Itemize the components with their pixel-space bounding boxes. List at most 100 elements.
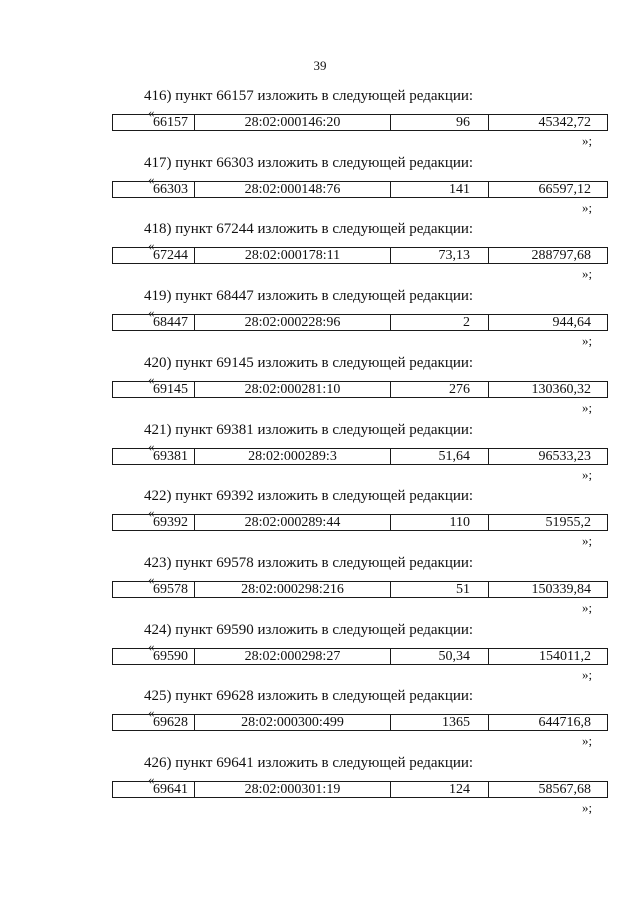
item-number-cell: 69641	[113, 782, 195, 797]
amendment-heading: 420) пункт 69145 изложить в следующей ре…	[144, 354, 474, 371]
area-cell: 1365	[391, 715, 489, 731]
amount-cell: 130360,32	[531, 381, 592, 397]
amendment-entry: 419) пункт 68447 изложить в следующей ре…	[0, 288, 640, 354]
closing-quote: »;	[582, 333, 593, 349]
closing-quote: »;	[582, 466, 593, 482]
item-number-cell: 66303	[113, 181, 195, 197]
amendment-entry: 418) пункт 67244 изложить в следующей ре…	[0, 221, 640, 287]
amount-cell: 51955,2	[545, 515, 592, 531]
cadastral-number-cell: 28:02:000300:499	[195, 715, 391, 731]
amendment-entry: 416) пункт 66157 изложить в следующей ре…	[0, 88, 640, 154]
area-cell: 110	[391, 515, 489, 531]
cadastral-number-cell: 28:02:000228:96	[195, 315, 391, 331]
cadastral-number-cell: 28:02:000281:10	[195, 381, 391, 397]
opening-quote: «	[148, 371, 155, 387]
amount-cell: 288797,68	[531, 248, 592, 264]
opening-quote: «	[148, 438, 155, 454]
area-cell: 124	[391, 782, 489, 797]
area-cell: 141	[391, 181, 489, 197]
page-number: 39	[313, 58, 327, 73]
amendment-entry: 417) пункт 66303 изложить в следующей ре…	[0, 155, 640, 221]
closing-quote: »;	[582, 533, 593, 549]
amount-cell: 944,64	[552, 315, 592, 331]
opening-quote: «	[148, 305, 155, 321]
amount-cell: 96533,23	[538, 448, 592, 464]
amendment-heading: 421) пункт 69381 изложить в следующей ре…	[144, 421, 474, 438]
opening-quote: «	[148, 238, 155, 254]
opening-quote: «	[148, 705, 155, 721]
opening-quote: «	[148, 772, 155, 787]
area-cell: 276	[391, 381, 489, 397]
amendment-entry: 425) пункт 69628 изложить в следующей ре…	[0, 688, 640, 754]
opening-quote: «	[148, 571, 155, 587]
amount-cell: 154011,2	[539, 648, 591, 664]
opening-quote: «	[148, 505, 155, 521]
item-number-cell: 66157	[113, 115, 195, 130]
cadastral-number-cell: 28:02:000289:3	[195, 448, 391, 464]
item-number-cell: 68447	[113, 315, 195, 331]
item-number-cell: 69578	[113, 581, 195, 597]
area-cell: 2	[391, 315, 489, 331]
amount-cell: 150339,84	[531, 581, 592, 597]
area-cell: 51,64	[391, 448, 489, 464]
amendment-entry: 423) пункт 69578 изложить в следующей ре…	[0, 555, 640, 621]
amendment-heading: 416) пункт 66157 изложить в следующей ре…	[144, 88, 474, 104]
amount-cell: 66597,12	[538, 181, 592, 197]
closing-quote: »;	[582, 266, 593, 282]
closing-quote: »;	[582, 399, 593, 415]
item-number-cell: 69628	[113, 715, 195, 731]
opening-quote: «	[148, 171, 155, 187]
amendment-heading: 417) пункт 66303 изложить в следующей ре…	[144, 154, 474, 171]
item-number-cell: 69145	[113, 381, 195, 397]
amendment-heading: 426) пункт 69641 изложить в следующей ре…	[144, 755, 474, 771]
cadastral-number-cell: 28:02:000146:20	[195, 115, 391, 130]
opening-quote: «	[148, 105, 155, 120]
amendment-heading: 425) пункт 69628 изложить в следующей ре…	[144, 688, 474, 705]
closing-quote: »;	[582, 133, 593, 148]
amendment-entry: 421) пункт 69381 изложить в следующей ре…	[0, 422, 640, 488]
area-cell: 96	[391, 115, 489, 130]
closing-quote: »;	[582, 666, 593, 682]
amendment-heading: 418) пункт 67244 изложить в следующей ре…	[144, 221, 474, 238]
closing-quote: »;	[582, 199, 593, 215]
amendment-entry: 422) пункт 69392 изложить в следующей ре…	[0, 488, 640, 554]
area-cell: 73,13	[391, 248, 489, 264]
amendment-entry: 424) пункт 69590 изложить в следующей ре…	[0, 622, 640, 688]
cadastral-number-cell: 28:02:000148:76	[195, 181, 391, 197]
amendment-entry: 426) пункт 69641 изложить в следующей ре…	[0, 755, 640, 821]
cadastral-number-cell: 28:02:000298:27	[195, 648, 391, 664]
amendment-heading: 422) пункт 69392 изложить в следующей ре…	[144, 488, 474, 505]
amount-cell: 45342,72	[538, 115, 592, 130]
amendment-entry: 420) пункт 69145 изложить в следующей ре…	[0, 355, 640, 421]
cadastral-number-cell: 28:02:000301:19	[195, 782, 391, 797]
amount-cell: 644716,8	[538, 715, 592, 731]
area-cell: 50,34	[391, 648, 489, 664]
closing-quote: »;	[582, 800, 593, 815]
item-number-cell: 69392	[113, 515, 195, 531]
cadastral-number-cell: 28:02:000178:11	[195, 248, 391, 264]
item-number-cell: 69381	[113, 448, 195, 464]
closing-quote: »;	[582, 599, 593, 615]
amount-cell: 58567,68	[538, 782, 592, 797]
amendment-heading: 419) пункт 68447 изложить в следующей ре…	[144, 288, 474, 305]
amendment-heading: 424) пункт 69590 изложить в следующей ре…	[144, 621, 474, 638]
cadastral-number-cell: 28:02:000289:44	[195, 515, 391, 531]
opening-quote: «	[148, 638, 155, 654]
item-number-cell: 67244	[113, 248, 195, 264]
closing-quote: »;	[582, 733, 593, 749]
amendment-heading: 423) пункт 69578 изложить в следующей ре…	[144, 554, 474, 571]
item-number-cell: 69590	[113, 648, 195, 664]
cadastral-number-cell: 28:02:000298:216	[195, 581, 391, 597]
area-cell: 51	[391, 581, 489, 597]
